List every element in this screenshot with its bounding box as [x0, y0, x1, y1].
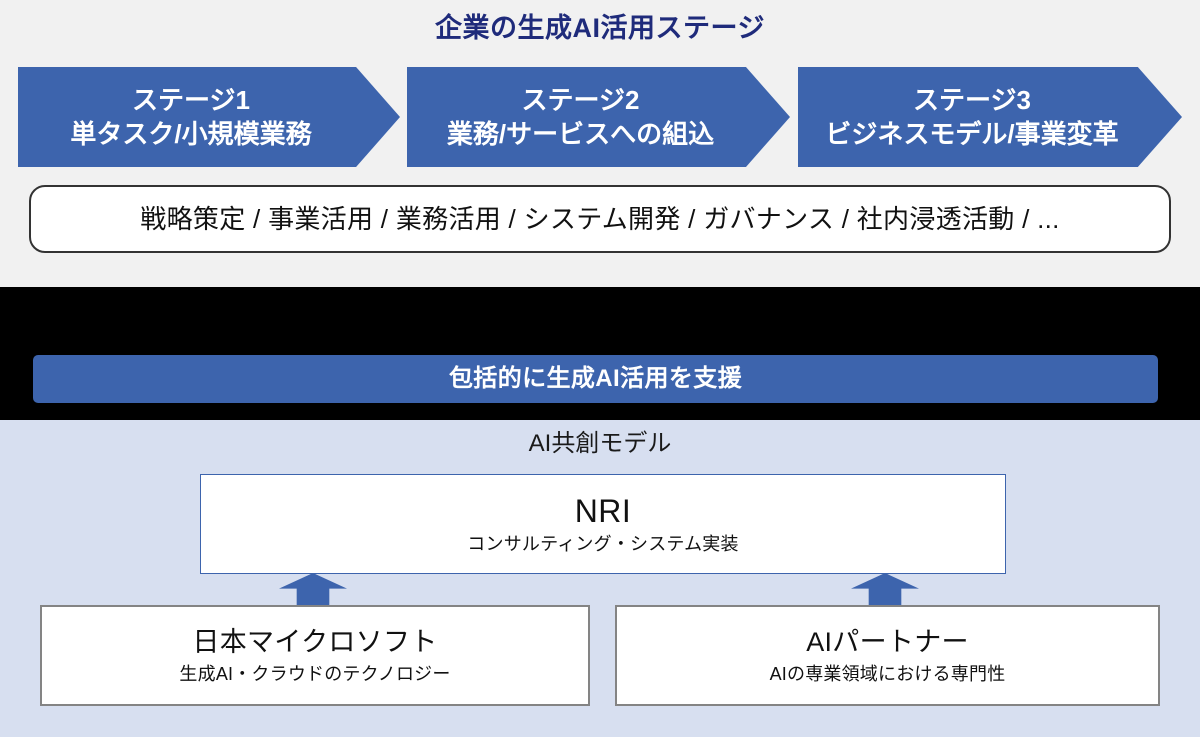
stages-section: 企業の生成AI活用ステージ ステージ1 単タスク/小規模業務 ステージ2 業務/…: [0, 0, 1200, 287]
co-creation-model-label: AI共創モデル: [528, 430, 672, 457]
stage-2-description: 業務/サービスへの組込: [446, 119, 715, 149]
nri-box: NRI コンサルティング・システム実装: [200, 474, 1006, 574]
partner-ai-subtitle: AIの専業領域における専門性: [769, 664, 1006, 684]
stage-1-label: ステージ1: [132, 85, 250, 115]
stage-3-description: ビジネスモデル/事業変革: [825, 119, 1119, 149]
partner-microsoft-subtitle: 生成AI・クラウドのテクノロジー: [179, 664, 451, 684]
support-bar: 包括的に生成AI活用を支援: [33, 355, 1158, 403]
stage-2-label: ステージ2: [521, 85, 640, 115]
partner-microsoft-title: 日本マイクロソフト: [192, 627, 438, 657]
stage-chevron-2: ステージ2 業務/サービスへの組込: [407, 67, 790, 167]
stage-chevron-3: ステージ3 ビジネスモデル/事業変革: [798, 67, 1182, 167]
support-bar-label: 包括的に生成AI活用を支援: [448, 365, 743, 392]
nri-title: NRI: [574, 492, 632, 529]
stage-1-description: 単タスク/小規模業務: [70, 119, 312, 149]
capabilities-pill: 戦略策定 / 事業活用 / 業務活用 / システム開発 / ガバナンス / 社内…: [29, 185, 1171, 253]
stage-chevron-1: ステージ1 単タスク/小規模業務: [18, 67, 400, 167]
partner-ai-title: AIパートナー: [806, 627, 969, 657]
nri-subtitle: コンサルティング・システム実装: [467, 533, 739, 554]
partner-box-microsoft: 日本マイクロソフト 生成AI・クラウドのテクノロジー: [40, 605, 590, 706]
page-title: 企業の生成AI活用ステージ: [435, 13, 765, 43]
partner-box-ai-partner: AIパートナー AIの専業領域における専門性: [615, 605, 1160, 706]
stage-3-label: ステージ3: [913, 85, 1031, 115]
capabilities-text: 戦略策定 / 事業活用 / 業務活用 / システム開発 / ガバナンス / 社内…: [140, 204, 1060, 234]
